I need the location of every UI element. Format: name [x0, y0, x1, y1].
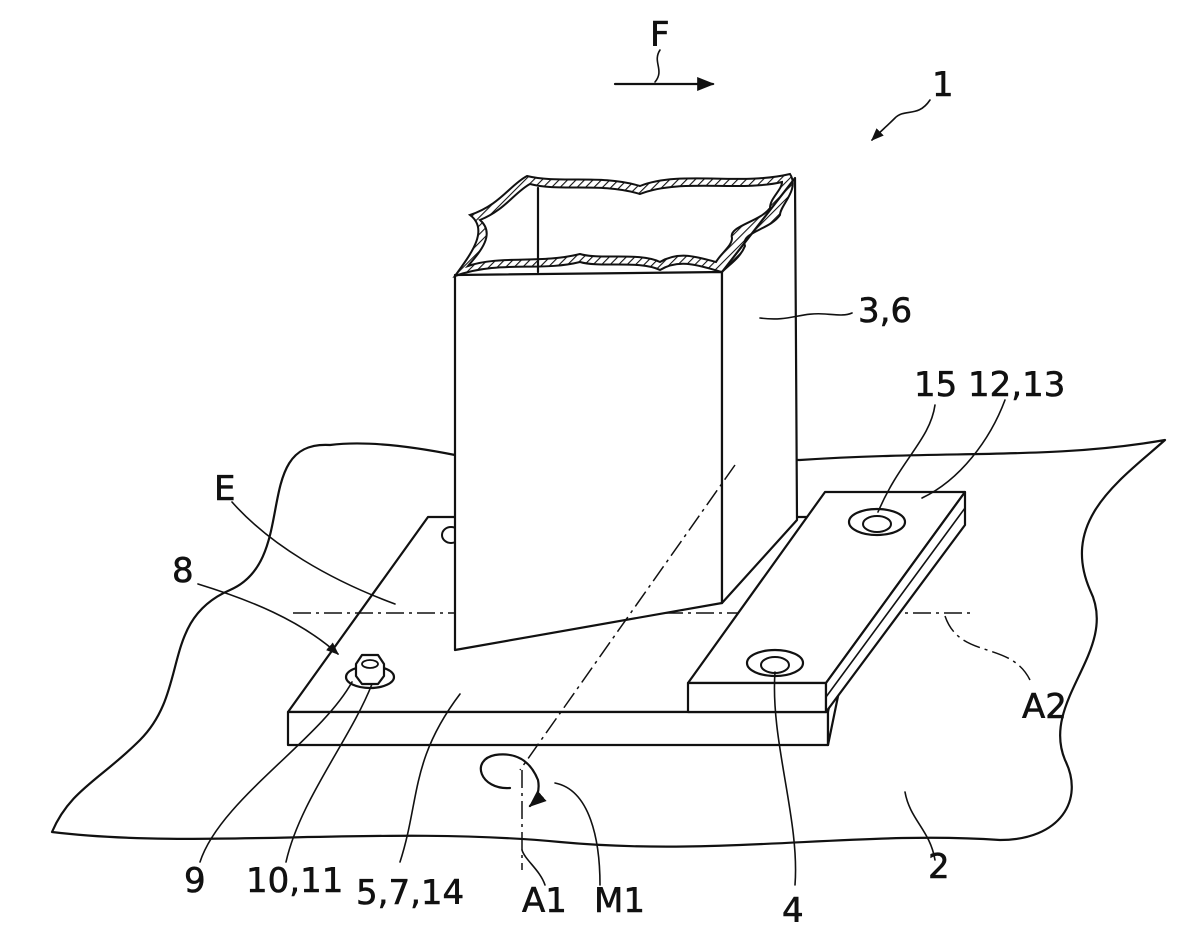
- label-force: F: [650, 15, 670, 55]
- label-nut: 10,11: [246, 861, 343, 901]
- label-axis-2: A2: [1022, 687, 1067, 727]
- label-axis-1: A1: [522, 881, 567, 921]
- strip-leader: [921, 399, 1006, 499]
- hole-4-leader: [773, 671, 797, 886]
- arrow-8-leader: [197, 583, 339, 655]
- label-plane: E: [214, 469, 235, 509]
- moment-arrow: [479, 753, 547, 808]
- plane-leader: [231, 501, 396, 605]
- label-base: 2: [928, 847, 950, 887]
- label-arrow-8: 8: [172, 551, 194, 591]
- label-device: 1: [932, 65, 954, 105]
- tube-front-face: [453, 270, 724, 652]
- label-screw-15: 15: [914, 365, 957, 405]
- screw-4-head: [760, 656, 790, 674]
- axis-a1-line: [519, 464, 736, 771]
- strip-front-face: [686, 681, 828, 714]
- label-strip: 12,13: [968, 365, 1065, 405]
- screw-9-leader: [199, 681, 353, 863]
- nut-leader: [285, 683, 373, 863]
- strip-layer-line: [825, 507, 966, 698]
- screw-9-tip: [361, 659, 379, 669]
- tube-section-hatch: [452, 172, 794, 279]
- device-leader: [871, 99, 931, 141]
- moment-leader: [554, 782, 601, 886]
- base-leader: [904, 791, 936, 861]
- label-hole-4: 4: [782, 891, 804, 931]
- screw-15-head: [862, 515, 892, 533]
- label-tube: 3,6: [858, 291, 912, 331]
- label-moment: M1: [594, 881, 645, 921]
- label-screw-9: 9: [184, 861, 206, 901]
- tube-leader: [759, 312, 853, 320]
- plate-front-face: [286, 710, 830, 747]
- plate-leader: [399, 693, 461, 863]
- screw-15-leader: [877, 404, 936, 513]
- label-plate: 5,7,14: [356, 873, 464, 913]
- axis-a2-leader: [944, 615, 1031, 681]
- force-leader: [654, 49, 661, 83]
- axis-a1-leader: [521, 849, 546, 886]
